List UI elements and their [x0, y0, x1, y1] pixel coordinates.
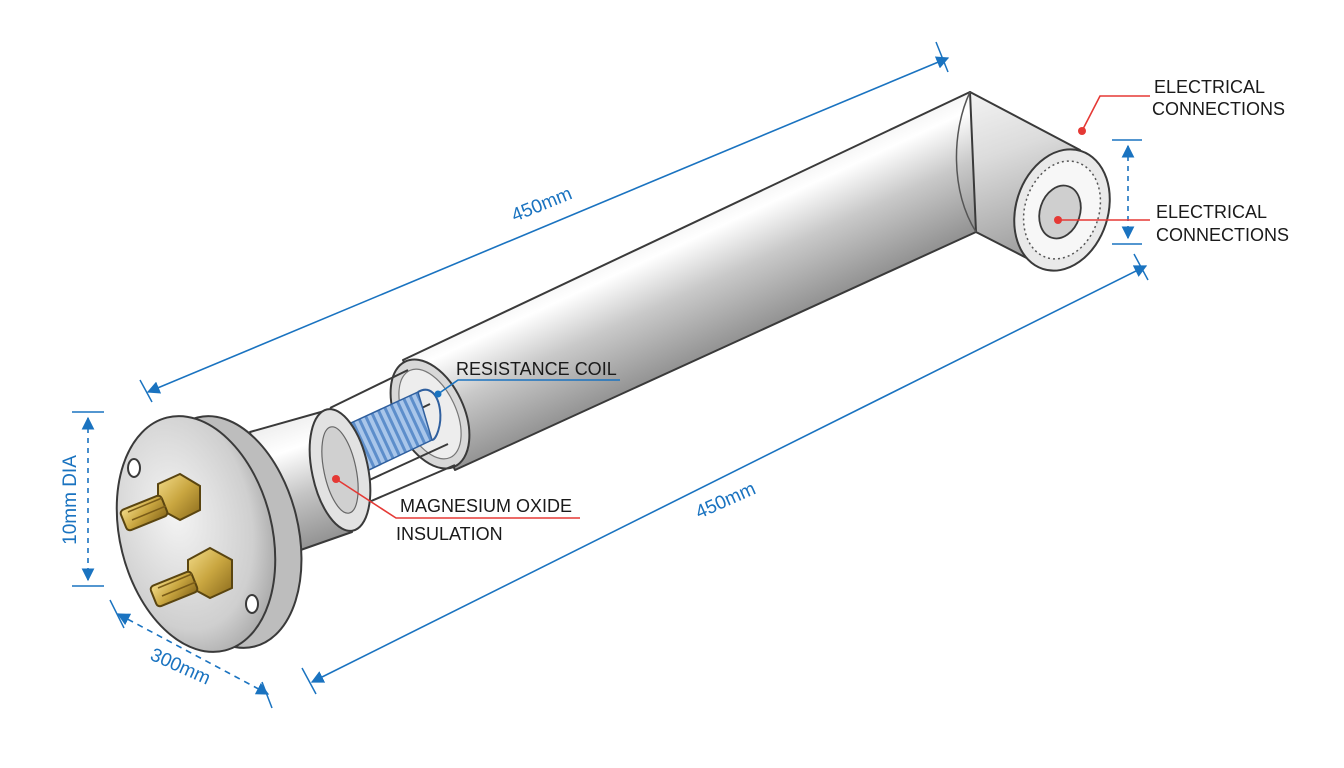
- flange-diameter-label: 10mm DIA: [60, 455, 81, 545]
- callout-electrical-top: ELECTRICAL CONNECTIONS: [1081, 77, 1285, 132]
- electrical-middle-label-line2: CONNECTIONS: [1156, 225, 1289, 245]
- electrical-top-label-line1: ELECTRICAL: [1154, 77, 1265, 97]
- electrical-middle-label-line1: ELECTRICAL: [1156, 202, 1267, 222]
- callout-magnesium-oxide: MAGNESIUM OXIDE INSULATION: [335, 478, 580, 544]
- magnesium-oxide-label-line1: MAGNESIUM OXIDE: [400, 496, 572, 516]
- hex-nut-bolt-icon: [149, 546, 233, 608]
- end-cap: [1013, 127, 1111, 272]
- top-length-label: 450mm: [509, 183, 576, 226]
- dimension-end-cap: [1112, 139, 1142, 245]
- mount-hole-icon: [245, 594, 259, 614]
- callout-resistance-coil: RESISTANCE COIL: [434, 359, 620, 398]
- magnesium-oxide-label-line2: INSULATION: [396, 524, 503, 544]
- mount-hole-icon: [127, 458, 141, 478]
- callout-electrical-middle: ELECTRICAL CONNECTIONS: [1058, 202, 1289, 245]
- dimension-flange-diameter: 10mm DIA: [60, 411, 104, 587]
- hex-nut-bolt-icon: [119, 472, 201, 532]
- resistance-coil-label: RESISTANCE COIL: [456, 359, 617, 379]
- bottom-length-label: 450mm: [693, 478, 759, 523]
- end-cap-core: [1038, 184, 1082, 240]
- electrical-top-label-line2: CONNECTIONS: [1152, 99, 1285, 119]
